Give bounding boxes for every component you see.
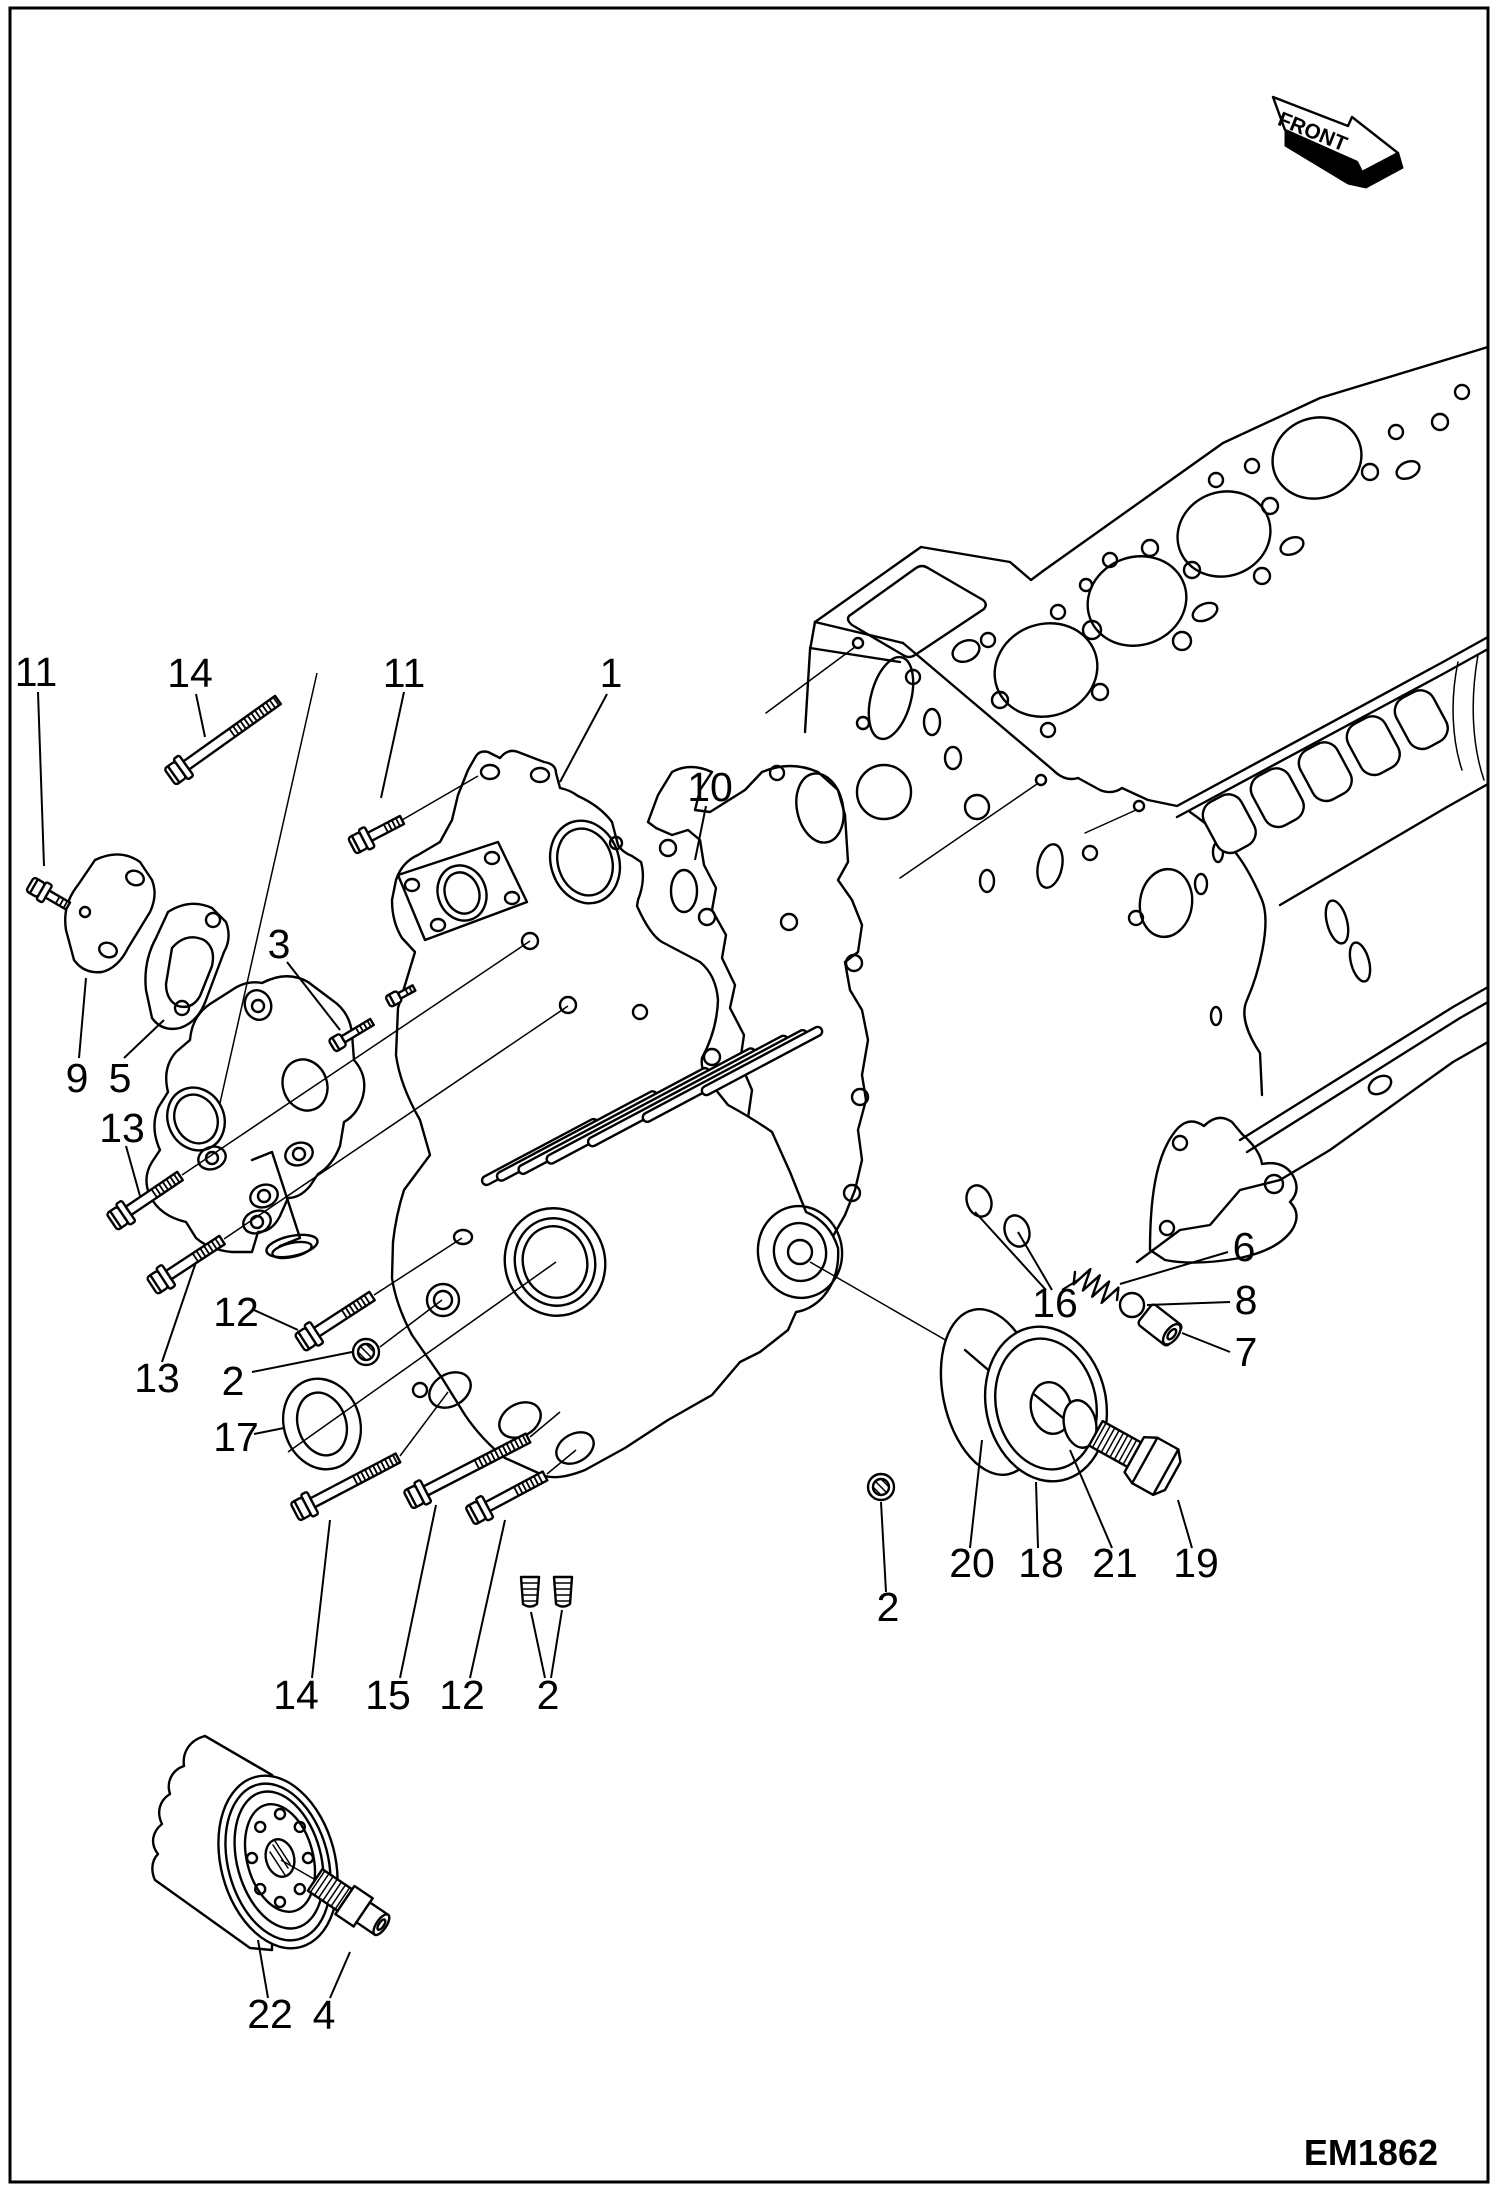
oil-filter: [151, 1734, 339, 1952]
callout-12-15: 12: [439, 1672, 485, 1718]
callout-2-17: 2: [877, 1584, 900, 1630]
callout-14-1: 14: [167, 650, 213, 696]
callout-18-23: 18: [1018, 1540, 1064, 1586]
callout-10-4: 10: [687, 764, 733, 810]
callout-21-24: 21: [1092, 1540, 1138, 1586]
block-scallops: [1201, 689, 1449, 855]
callout-1-3: 1: [600, 650, 623, 696]
pulley-group: [809, 1261, 1182, 1497]
callout-9-6: 9: [66, 1055, 89, 1101]
callout-20-22: 20: [949, 1540, 995, 1586]
callout-2-11: 2: [222, 1358, 245, 1404]
water-pump: [145, 975, 366, 1260]
front-arrow: FRONT: [1271, 95, 1404, 189]
callout-11-2: 11: [383, 650, 426, 696]
callout-13-8: 13: [99, 1105, 145, 1151]
callout-6-19: 6: [1233, 1224, 1256, 1270]
filter-nipple: [306, 1867, 391, 1937]
taper-plug-2: [552, 1575, 574, 1608]
plug-2b: [866, 1472, 896, 1502]
engine-block: [765, 345, 1490, 1264]
callout-5-7: 5: [109, 1055, 132, 1101]
taper-plug-1: [519, 1575, 541, 1608]
callout-3-5: 3: [268, 921, 291, 967]
timing-gear-case-cover: [390, 749, 844, 1479]
callout-2-16: 2: [537, 1672, 560, 1718]
bolts: [25, 694, 549, 1525]
alignment-lines: [181, 672, 577, 1475]
crank-bolt: [1087, 1419, 1182, 1497]
water-pump-gasket: [144, 902, 230, 1031]
leader-lines: [37, 691, 1231, 1999]
relief-valve-spring: [1072, 1267, 1120, 1305]
callout-16-18: 16: [1032, 1280, 1078, 1326]
callout-11-0: 11: [15, 649, 58, 695]
plug-2a: [351, 1337, 381, 1367]
spacer-collar: [1062, 1399, 1098, 1449]
cover-plate: [64, 853, 156, 974]
page-border: [8, 6, 1490, 2184]
callout-12-10: 12: [213, 1289, 259, 1335]
relief-valve-piston: [1137, 1303, 1183, 1347]
callout-19-25: 19: [1173, 1540, 1219, 1586]
callout-17-12: 17: [213, 1414, 259, 1460]
figure-code: EM1862: [1304, 2132, 1438, 2173]
callout-8-20: 8: [1235, 1277, 1258, 1323]
callout-15-14: 15: [365, 1672, 411, 1718]
callout-13-9: 13: [134, 1355, 180, 1401]
oil-seal: [281, 1377, 363, 1471]
callout-22-26: 22: [247, 1991, 293, 2037]
callout-7-21: 7: [1235, 1329, 1258, 1375]
callout-14-13: 14: [273, 1672, 319, 1718]
callout-4-27: 4: [313, 1992, 336, 2038]
relief-valve-ball: [1118, 1291, 1146, 1319]
timing-case-gasket: [646, 764, 870, 1264]
